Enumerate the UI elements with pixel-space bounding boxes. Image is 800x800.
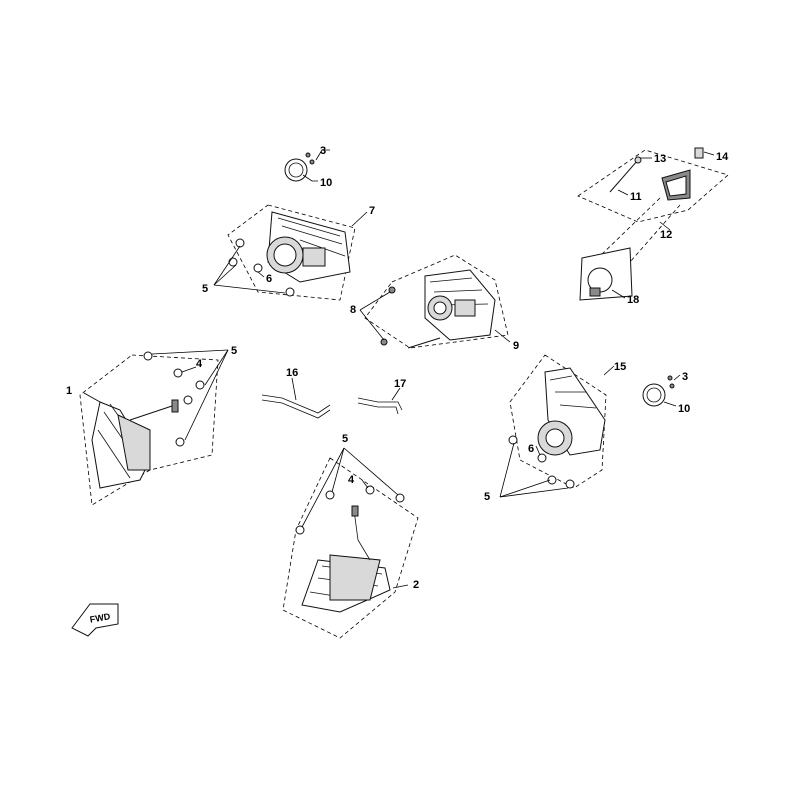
- callout-13: 13: [654, 153, 666, 165]
- license-light-assembly: [577, 147, 729, 301]
- callout-5-top: 5: [202, 283, 208, 295]
- callout-9: 9: [513, 340, 519, 352]
- callout-5-right: 5: [484, 491, 490, 503]
- headlight-1: [79, 349, 229, 506]
- cap-10-right: [642, 374, 681, 407]
- callout-18: 18: [627, 294, 639, 306]
- callout-6-right: 6: [528, 443, 534, 455]
- callout-10-right: 10: [678, 403, 690, 415]
- callout-11: 11: [630, 191, 642, 203]
- callout-4-left: 4: [196, 358, 203, 370]
- callout-3-top: 3: [320, 145, 326, 157]
- callout-labels: 1 2 3 3 4 4 5 5 5 5 6 6 7 8 9 10 10 11 1…: [66, 145, 729, 591]
- callout-1: 1: [66, 385, 72, 397]
- callout-4-bottom: 4: [348, 474, 355, 486]
- callout-12: 12: [660, 229, 672, 241]
- callout-6-top: 6: [266, 273, 272, 285]
- headlight-7: [213, 204, 368, 301]
- cap-10-top: [284, 149, 330, 182]
- callout-15: 15: [614, 361, 626, 373]
- callout-2: 2: [413, 579, 419, 591]
- headlight-9: [359, 254, 511, 349]
- headlight-2: [282, 447, 419, 639]
- callout-14: 14: [716, 151, 729, 163]
- callout-3-right: 3: [682, 371, 688, 383]
- direction-marker-label: FWD: [89, 611, 111, 624]
- callout-17: 17: [394, 378, 406, 390]
- callout-8: 8: [350, 304, 356, 316]
- callout-5-left: 5: [231, 345, 237, 357]
- callout-10-top: 10: [320, 177, 332, 189]
- forward-direction-marker: FWD: [71, 603, 119, 637]
- brackets-16-17: [261, 377, 403, 419]
- callout-5-bottom: 5: [342, 433, 348, 445]
- callout-16: 16: [286, 367, 298, 379]
- headlight-15: [499, 354, 615, 498]
- callout-7: 7: [369, 205, 375, 217]
